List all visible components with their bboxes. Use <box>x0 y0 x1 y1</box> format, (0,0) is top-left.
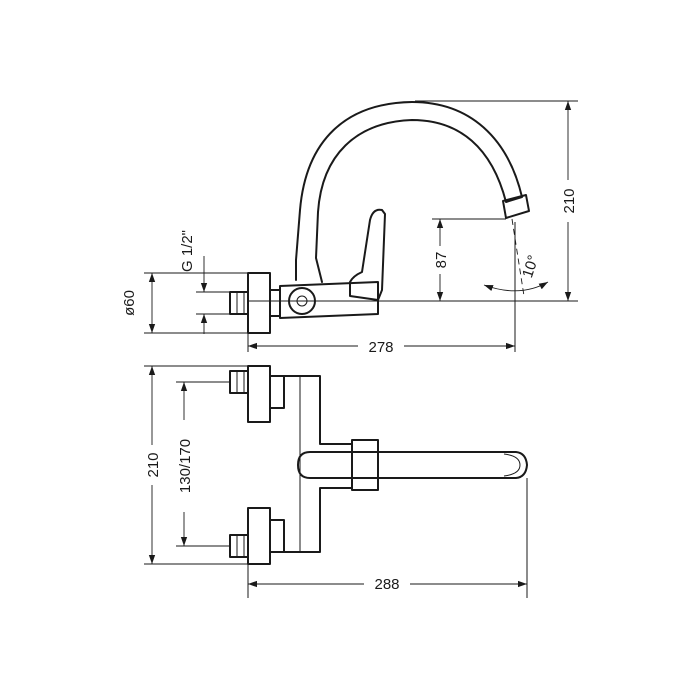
dim-label-288: 288 <box>374 576 399 593</box>
dim-arc-10deg <box>483 281 549 292</box>
top-lower-inlet <box>229 534 249 558</box>
top-upper-inlet <box>229 370 249 394</box>
dim-label-87: 87 <box>433 252 450 269</box>
side-aerator <box>502 194 530 219</box>
top-upper-flange <box>247 365 271 423</box>
side-wall-flange <box>247 272 271 334</box>
side-spout <box>295 101 523 283</box>
top-valve-body <box>283 375 353 553</box>
top-dimensions: 210 130/170 288 <box>142 365 528 598</box>
dim-label-thread: G 1/2" <box>179 230 196 272</box>
side-inlet-connector <box>229 289 281 317</box>
top-lower-flange <box>247 507 271 565</box>
dim-label-278: 278 <box>368 339 393 356</box>
side-lever-handle <box>349 208 386 301</box>
dim-label-210-height: 210 <box>561 188 578 213</box>
flow-direction-line <box>511 218 525 297</box>
dim-label-diameter: ø60 <box>121 290 138 316</box>
side-valve-body <box>279 281 379 319</box>
dim-label-210-overall: 210 <box>145 452 162 477</box>
top-handle-block <box>351 439 379 491</box>
side-dimensions: 278 210 87 10° ø60 G 1/2" <box>121 100 578 356</box>
top-view <box>229 365 528 565</box>
top-spout <box>297 451 528 479</box>
side-view <box>229 101 578 334</box>
dim-label-10deg: 10° <box>519 253 542 280</box>
dim-label-centers: 130/170 <box>177 439 194 493</box>
